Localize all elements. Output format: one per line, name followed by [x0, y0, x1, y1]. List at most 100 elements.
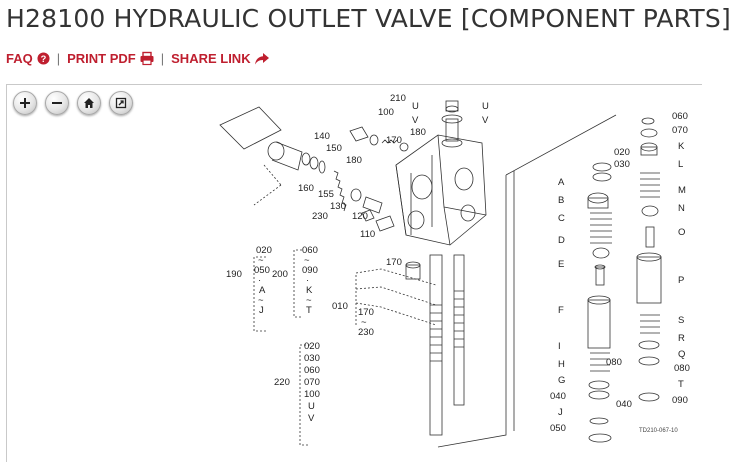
svg-text:A: A [558, 177, 565, 188]
spool-k-t-stack [636, 117, 662, 402]
small-cylinder-170 [405, 261, 421, 280]
svg-text:G: G [558, 375, 565, 386]
zoom-controls [13, 91, 133, 115]
svg-text:F: F [558, 305, 564, 316]
svg-text:130: 130 [330, 201, 346, 212]
zoom-out-icon [52, 102, 62, 104]
parts-diagram: 210 100 170 180 140 150 160 155 130 230 … [219, 93, 690, 448]
svg-text:170: 170 [358, 307, 374, 318]
svg-text:190: 190 [226, 269, 242, 280]
diagram-viewer[interactable]: 210 100 170 180 140 150 160 155 130 230 … [6, 84, 702, 462]
svg-text:160: 160 [298, 183, 314, 194]
printer-icon [140, 51, 154, 66]
svg-text:030: 030 [304, 353, 320, 364]
svg-text:D: D [558, 235, 565, 246]
gasket-sheet-shape [219, 106, 282, 150]
print-pdf-link[interactable]: PRINT PDF [67, 51, 154, 66]
svg-text:020: 020 [304, 341, 320, 352]
svg-text:C: C [558, 213, 565, 224]
svg-text:I: I [558, 341, 561, 352]
svg-text:140: 140 [314, 131, 330, 142]
svg-text:Q: Q [678, 349, 685, 360]
svg-text:K: K [678, 141, 685, 152]
svg-text:080: 080 [674, 363, 690, 374]
svg-text:090: 090 [672, 395, 688, 406]
svg-text:230: 230 [358, 327, 374, 338]
svg-text:U: U [308, 401, 315, 412]
svg-text:030: 030 [614, 159, 630, 170]
svg-text:T: T [678, 379, 684, 390]
svg-text:·: · [258, 275, 261, 286]
svg-text:210: 210 [390, 93, 406, 104]
svg-text:050: 050 [254, 265, 270, 276]
svg-text:J: J [259, 305, 264, 316]
action-links: FAQ ? | PRINT PDF | SHARE LINK [6, 51, 269, 66]
svg-text:B: B [558, 195, 564, 206]
svg-text:L: L [678, 159, 683, 170]
svg-text:070: 070 [672, 125, 688, 136]
svg-text:~: ~ [258, 255, 264, 266]
question-circle-icon: ? [37, 52, 50, 65]
upper-plug-parts [349, 126, 409, 152]
svg-text:U: U [482, 101, 489, 112]
svg-text:J: J [558, 407, 563, 418]
svg-text:150: 150 [326, 143, 342, 154]
svg-text:020: 020 [256, 245, 272, 256]
link-separator-2: | [160, 51, 165, 66]
svg-text:~: ~ [304, 255, 310, 266]
svg-text:V: V [412, 115, 419, 126]
share-link-link[interactable]: SHARE LINK [171, 51, 269, 66]
fullscreen-icon [115, 97, 127, 109]
zoom-in-button[interactable] [13, 91, 37, 115]
svg-text:V: V [308, 413, 315, 424]
svg-text:S: S [678, 315, 684, 326]
fullscreen-button[interactable] [109, 91, 133, 115]
svg-text:M: M [678, 185, 686, 196]
svg-text:180: 180 [410, 127, 426, 138]
side-plug-parts [361, 209, 395, 232]
page-title: H28100 HYDRAULIC OUTLET VALVE [COMPONENT… [6, 4, 731, 33]
svg-text:080: 080 [606, 357, 622, 368]
svg-text:060: 060 [302, 245, 318, 256]
faq-link[interactable]: FAQ ? [6, 51, 50, 66]
svg-text:090: 090 [302, 265, 318, 276]
svg-text:E: E [558, 259, 564, 270]
left-spool-assembly [267, 141, 383, 214]
svg-text:170: 170 [386, 135, 402, 146]
svg-text:·: · [306, 275, 309, 286]
svg-text:K: K [306, 285, 313, 296]
home-button[interactable] [77, 91, 101, 115]
svg-text:220: 220 [274, 377, 290, 388]
svg-text:180: 180 [346, 155, 362, 166]
share-arrow-icon [254, 52, 269, 65]
svg-text:010: 010 [332, 301, 348, 312]
svg-text:O: O [678, 227, 685, 238]
svg-text:200: 200 [272, 269, 288, 280]
cap-assembly [445, 100, 459, 113]
spool-a-j-stack [587, 162, 612, 443]
svg-text:110: 110 [360, 229, 375, 240]
svg-text:H: H [558, 359, 565, 370]
svg-text:120: 120 [352, 211, 368, 222]
valve-body [395, 114, 487, 246]
diagram-code: TD210-067-10 [639, 428, 678, 434]
zoom-in-icon [20, 98, 30, 108]
svg-text:050: 050 [550, 423, 566, 434]
share-link-label: SHARE LINK [171, 51, 251, 66]
svg-text:A: A [259, 285, 266, 296]
faq-label: FAQ [6, 51, 33, 66]
svg-text:070: 070 [304, 377, 320, 388]
svg-text:P: P [678, 275, 684, 286]
svg-text:?: ? [40, 54, 46, 64]
svg-text:155: 155 [318, 189, 334, 200]
svg-text:060: 060 [304, 365, 320, 376]
svg-text:~: ~ [258, 295, 264, 306]
svg-text:040: 040 [550, 391, 566, 402]
svg-text:T: T [306, 305, 312, 316]
zoom-out-button[interactable] [45, 91, 69, 115]
svg-text:R: R [678, 333, 685, 344]
svg-text:~: ~ [361, 317, 367, 328]
svg-text:020: 020 [614, 147, 630, 158]
svg-text:V: V [482, 115, 489, 126]
assembly-outline [437, 114, 617, 448]
